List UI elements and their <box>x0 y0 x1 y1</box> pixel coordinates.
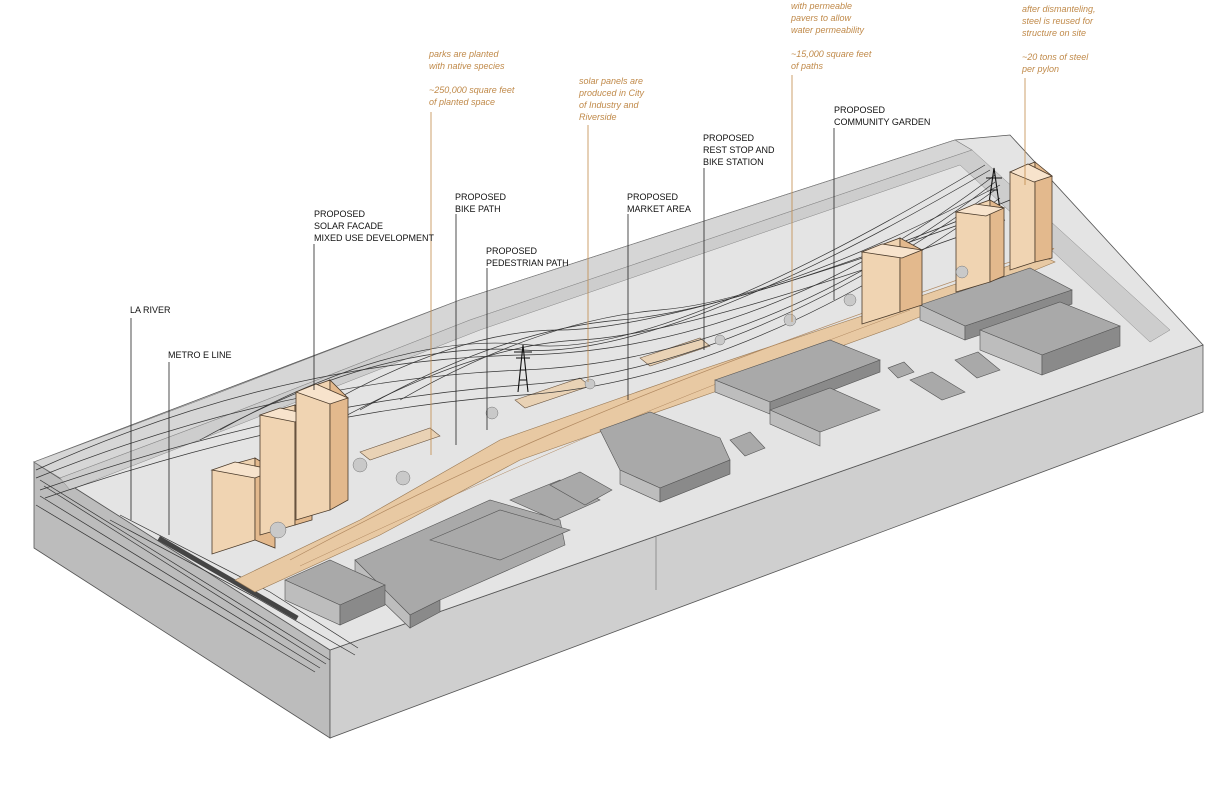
towers-west <box>210 379 350 555</box>
note-planted-4: ~250,000 square feet <box>429 85 515 95</box>
label-metro-line: METRO E LINE <box>168 350 232 360</box>
linear-park-path <box>234 248 1056 593</box>
label-rest-stop-1: PROPOSED <box>703 133 755 143</box>
note-planted-1: parks are planted <box>428 49 500 59</box>
tree <box>395 470 411 486</box>
label-bike-path-2: BIKE PATH <box>455 204 501 214</box>
label-pedestrian-1: PROPOSED <box>486 246 538 256</box>
label-rest-stop-3: BIKE STATION <box>703 157 764 167</box>
pylon-east <box>986 167 1002 211</box>
metro-train <box>157 536 299 621</box>
canopy-rest <box>639 337 711 367</box>
tree <box>843 293 857 307</box>
label-la-river: LA RIVER <box>130 305 171 315</box>
note-solar-3: of Industry and <box>579 100 640 110</box>
metro-tracks <box>35 479 359 673</box>
pylon-west <box>514 344 532 393</box>
annotations: parks are planted with native species ~2… <box>428 1 1096 122</box>
note-solar-2: produced in City <box>578 88 645 98</box>
label-garden-1: PROPOSED <box>834 105 886 115</box>
note-planted-2: with native species <box>429 61 505 71</box>
note-solar-1: solar panels are <box>579 76 643 86</box>
canopy-west <box>359 427 441 461</box>
note-steel-2: steel is reused for <box>1022 16 1094 26</box>
note-solar-4: Riverside <box>579 112 617 122</box>
tree <box>352 457 368 473</box>
leader-lines <box>130 75 1026 535</box>
note-pavers-6: of paths <box>791 61 824 71</box>
note-pavers-1: with permeable <box>791 1 852 11</box>
note-pavers-3: water permeability <box>791 25 865 35</box>
label-pedestrian-2: PEDESTRIAN PATH <box>486 258 569 268</box>
note-steel-3: structure on site <box>1022 28 1086 38</box>
label-bike-path-1: PROPOSED <box>455 192 507 202</box>
industrial-blocks <box>284 267 1121 629</box>
tree <box>955 265 969 279</box>
labels: LA RIVER METRO E LINE PROPOSED SOLAR FAC… <box>130 105 930 360</box>
label-solar-facade-3: MIXED USE DEVELOPMENT <box>314 233 435 243</box>
tree <box>584 378 596 390</box>
river-bank <box>59 149 1171 491</box>
label-rest-stop-2: REST STOP AND <box>703 145 775 155</box>
tree <box>269 521 287 539</box>
note-planted-5: of planted space <box>429 97 495 107</box>
trees <box>269 265 969 539</box>
label-market-2: MARKET AREA <box>627 204 691 214</box>
path-surface <box>234 254 1056 593</box>
label-solar-facade-2: SOLAR FACADE <box>314 221 383 231</box>
note-steel-6: per pylon <box>1021 64 1059 74</box>
label-market-1: PROPOSED <box>627 192 679 202</box>
tree <box>714 334 726 346</box>
tree <box>783 313 797 327</box>
label-solar-facade-1: PROPOSED <box>314 209 366 219</box>
note-steel-5: ~20 tons of steel <box>1022 52 1089 62</box>
note-pavers-2: pavers to allow <box>790 13 852 23</box>
note-steel-1: after dismanteling, <box>1022 4 1096 14</box>
tree <box>485 406 499 420</box>
note-pavers-5: ~15,000 square feet <box>791 49 872 59</box>
label-garden-2: COMMUNITY GARDEN <box>834 117 930 127</box>
